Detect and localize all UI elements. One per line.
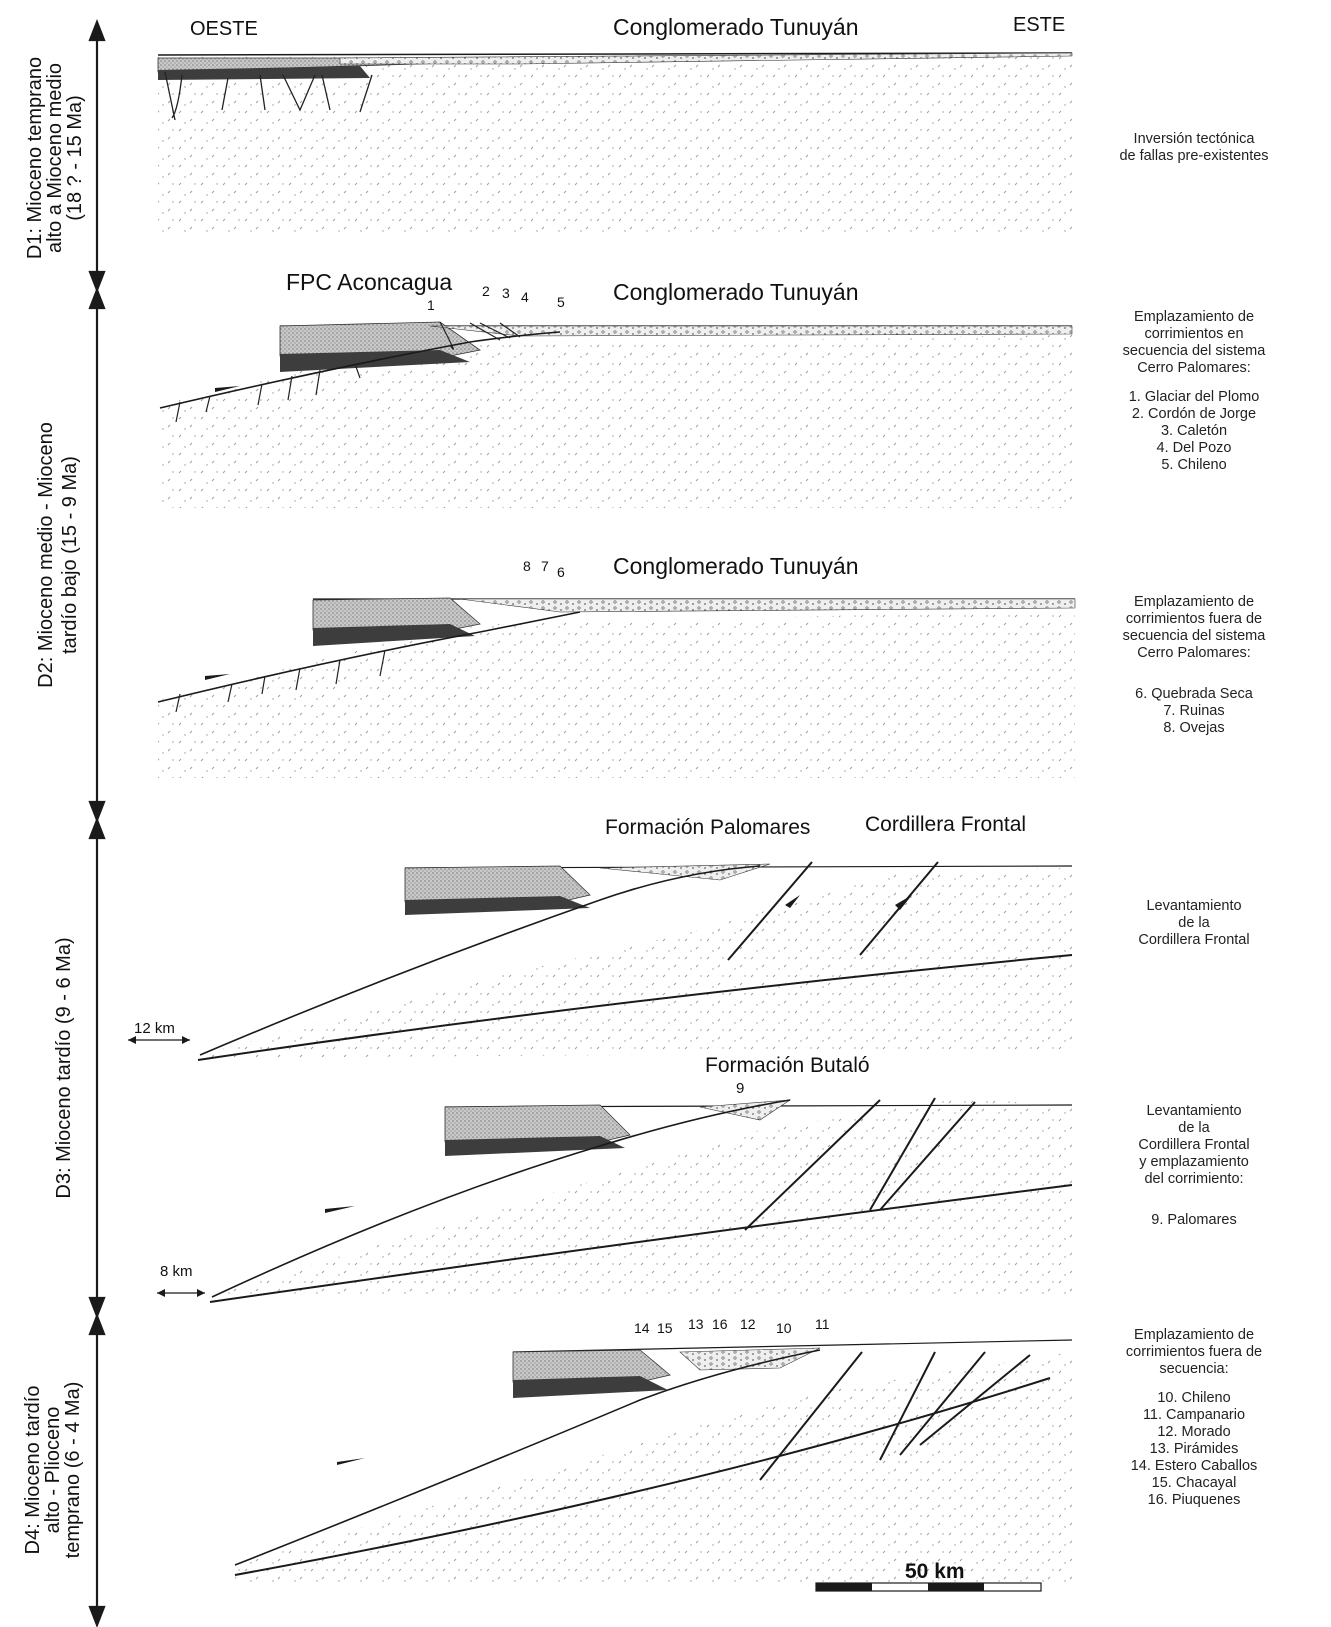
side-note-3: Emplazamiento de corrimientos fuera de s… — [1094, 594, 1294, 737]
side-note-2-line2: corrimientos en — [1144, 326, 1244, 342]
fault-label-13: 13 — [688, 1316, 704, 1332]
side-note-4-line1: Levantamiento — [1146, 898, 1242, 914]
scale-label-8km: 8 km — [160, 1263, 193, 1280]
stage-d4-line1: D4: Mioceno tardío — [22, 1386, 44, 1555]
section-3-title: Conglomerado Tunuyán — [613, 553, 859, 579]
side-note-5-line2: de la — [1178, 1120, 1210, 1136]
scale-label-12km: 12 km — [134, 1020, 175, 1037]
fault-label-6: 6 — [557, 564, 565, 580]
stage-label-d2: D2: Mioceno medio - Mioceno tardío bajo … — [35, 422, 81, 688]
side-note-4: Levantamiento de la Cordillera Frontal — [1094, 898, 1294, 949]
cross-section-d2 — [159, 321, 1073, 508]
side-note-5-item1: 9. Palomares — [1151, 1212, 1237, 1228]
side-note-3-item2: 7. Ruinas — [1163, 703, 1225, 719]
side-note-5-line4: y emplazamiento — [1139, 1154, 1249, 1170]
side-note-3-item3: 8. Ovejas — [1163, 720, 1225, 736]
side-note-2-item3: 3. Caletón — [1160, 423, 1228, 439]
side-note-2-line1: Emplazamiento de — [1133, 309, 1255, 325]
stage-d1-line3: (18 ? - 15 Ma) — [64, 95, 86, 221]
fault-label-2: 2 — [482, 283, 490, 299]
side-note-3-line1: Emplazamiento de — [1133, 594, 1255, 610]
side-note-6-item5: 14. Estero Caballos — [1130, 1458, 1258, 1474]
stage-d1-line2: alto a Mioceno medio — [44, 63, 66, 253]
fault-label-11: 11 — [815, 1316, 830, 1332]
side-note-5: Levantamiento de la Cordillera Frontal y… — [1094, 1103, 1294, 1229]
fault-label-14: 14 — [634, 1320, 650, 1336]
side-note-6-line1: Emplazamiento de — [1133, 1327, 1255, 1343]
scalebar-label: 50 km — [905, 1560, 965, 1583]
side-note-2: Emplazamiento de corrimientos en secuenc… — [1094, 309, 1294, 474]
cross-section-d4 — [234, 1339, 1073, 1592]
section-4-title-left: Formación Palomares — [605, 816, 810, 839]
cross-section-d3b — [128, 861, 1073, 1061]
side-note-1-line1: Inversión tectónica — [1133, 131, 1255, 147]
section-2-title: Conglomerado Tunuyán — [613, 279, 859, 305]
stage-d4-line3: temprano (6 - 4 Ma) — [62, 1382, 84, 1559]
side-note-6-line3: secuencia: — [1159, 1361, 1229, 1377]
stage-label-d3: D3: Mioceno tardío (9 - 6 Ma) — [53, 937, 75, 1198]
stage-d2-line2: tardío bajo (15 - 9 Ma) — [59, 456, 81, 654]
side-note-2-line3: secuencia del sistema — [1122, 343, 1266, 359]
fault-label-1: 1 — [427, 297, 435, 313]
side-note-1: Inversión tectónica de fallas pre-existe… — [1094, 131, 1294, 165]
side-note-2-item2: 2. Cordón de Jorge — [1131, 406, 1257, 422]
side-note-3-line2: corrimientos fuera de — [1125, 611, 1263, 627]
fault-label-10: 10 — [776, 1320, 792, 1336]
stage-label-d4: D4: Mioceno tardío alto - Plioceno tempr… — [22, 1382, 84, 1559]
cross-section-d1 — [157, 52, 1073, 236]
fault-label-9: 9 — [736, 1080, 744, 1097]
fault-label-12: 12 — [740, 1316, 756, 1332]
side-note-2-item1: 1. Glaciar del Plomo — [1128, 389, 1260, 405]
side-note-5-line5: del corrimiento: — [1144, 1171, 1244, 1187]
section-1-title: Conglomerado Tunuyán — [613, 14, 859, 40]
side-note-2-item5: 5. Chileno — [1161, 457, 1227, 473]
stage-d2-line1: D2: Mioceno medio - Mioceno — [35, 422, 57, 688]
section-4-title-right: Cordillera Frontal — [865, 813, 1026, 836]
stage-arrows — [88, 18, 106, 1627]
section-5-title: Formación Butaló — [705, 1054, 870, 1077]
cross-section-d3a — [157, 597, 1076, 778]
fault-label-16: 16 — [712, 1316, 728, 1332]
side-note-1-line2: de fallas pre-existentes — [1119, 148, 1269, 164]
side-note-4-line2: de la — [1178, 915, 1210, 931]
fault-label-5: 5 — [557, 294, 565, 310]
stage-label-d1: D1: Mioceno temprano alto a Mioceno medi… — [24, 57, 86, 259]
side-note-5-line1: Levantamiento — [1146, 1103, 1242, 1119]
side-note-4-line3: Cordillera Frontal — [1138, 932, 1250, 948]
fault-label-8: 8 — [523, 558, 531, 574]
east-label: ESTE — [1013, 14, 1065, 36]
side-note-6-item7: 16. Piuquenes — [1147, 1492, 1241, 1508]
side-note-6-item6: 15. Chacayal — [1151, 1475, 1237, 1491]
side-note-6-item3: 12. Morado — [1157, 1424, 1231, 1440]
section-2-label: FPC Aconcagua — [286, 269, 452, 295]
side-note-3-line3: secuencia del sistema — [1122, 628, 1266, 644]
fault-label-3: 3 — [502, 285, 510, 301]
stage-d3-line1: D3: Mioceno tardío (9 - 6 Ma) — [53, 937, 75, 1198]
side-note-6-item1: 10. Chileno — [1157, 1390, 1231, 1406]
fault-label-4: 4 — [521, 289, 529, 305]
side-note-6-item4: 13. Pirámides — [1149, 1441, 1239, 1457]
side-note-3-line4: Cerro Palomares: — [1137, 645, 1251, 661]
side-note-6-line2: corrimientos fuera de — [1125, 1344, 1263, 1360]
side-note-3-item1: 6. Quebrada Seca — [1135, 686, 1253, 702]
fault-label-15: 15 — [657, 1320, 673, 1336]
side-note-6-item2: 11. Campanario — [1142, 1407, 1246, 1423]
side-note-6: Emplazamiento de corrimientos fuera de s… — [1094, 1327, 1294, 1509]
fault-label-7: 7 — [541, 558, 549, 574]
side-note-5-line3: Cordillera Frontal — [1138, 1137, 1250, 1153]
west-label: OESTE — [190, 18, 258, 40]
side-note-2-item4: 4. Del Pozo — [1156, 440, 1232, 456]
cross-section-d3c — [157, 1097, 1073, 1303]
stage-d4-line2: alto - Plioceno — [42, 1407, 64, 1534]
stage-d1-line1: D1: Mioceno temprano — [24, 57, 46, 259]
side-note-2-line4: Cerro Palomares: — [1137, 360, 1251, 376]
